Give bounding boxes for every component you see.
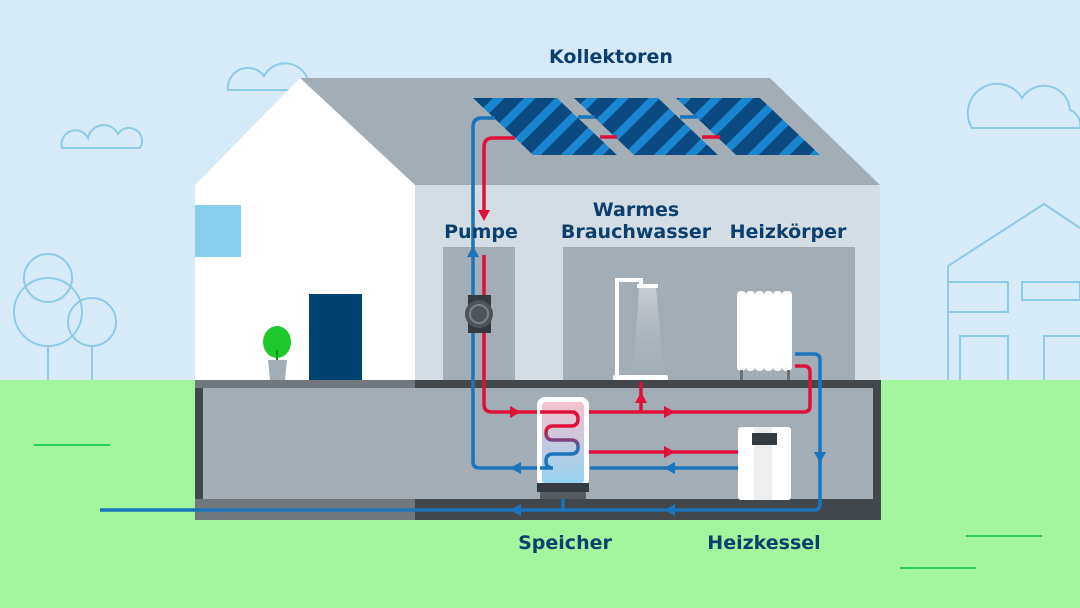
arrow-down-icon <box>814 452 826 463</box>
shower-icon <box>613 278 668 381</box>
cloud-icon <box>60 124 143 149</box>
pump-icon <box>465 295 493 333</box>
solar-collectors <box>473 98 820 155</box>
living-room <box>563 247 855 382</box>
arrow-up-icon <box>467 246 479 257</box>
arrow-down-icon <box>478 210 490 221</box>
arrow-left-icon <box>510 462 521 474</box>
label-boiler: Heizkessel <box>707 532 820 554</box>
window <box>195 205 241 257</box>
storage-tank-icon <box>537 397 589 499</box>
flow-arrows <box>467 210 826 516</box>
arrow-right-icon <box>510 406 521 418</box>
arrow-left-icon <box>510 504 521 516</box>
tree-outline-icon <box>13 253 117 380</box>
label-storage: Speicher <box>518 532 612 554</box>
solar-panel <box>473 98 617 155</box>
label-hot-water-line2: Brauchwasser <box>561 221 712 243</box>
label-pump: Pumpe <box>444 221 518 243</box>
door <box>309 294 362 382</box>
basement-floor-left <box>195 380 415 388</box>
hot-pipes <box>482 136 812 454</box>
arrow-left-icon <box>664 504 675 516</box>
arrow-right-icon <box>664 446 675 458</box>
solar-panel <box>676 98 820 155</box>
radiator-icon <box>737 291 792 380</box>
cloud-icon <box>966 82 1080 129</box>
label-radiator: Heizkörper <box>730 221 847 243</box>
arrow-up-icon <box>635 392 647 403</box>
boiler-icon <box>738 427 791 500</box>
grass-lines <box>34 444 1042 569</box>
arrow-left-icon <box>664 462 675 474</box>
neighbor-house-outline <box>947 202 1080 380</box>
label-collectors: Kollektoren <box>549 46 673 68</box>
plant-icon <box>263 326 291 380</box>
arrow-right-icon <box>664 406 675 418</box>
solar-panel <box>574 98 718 155</box>
label-hot-water-line1: Warmes <box>593 199 679 221</box>
